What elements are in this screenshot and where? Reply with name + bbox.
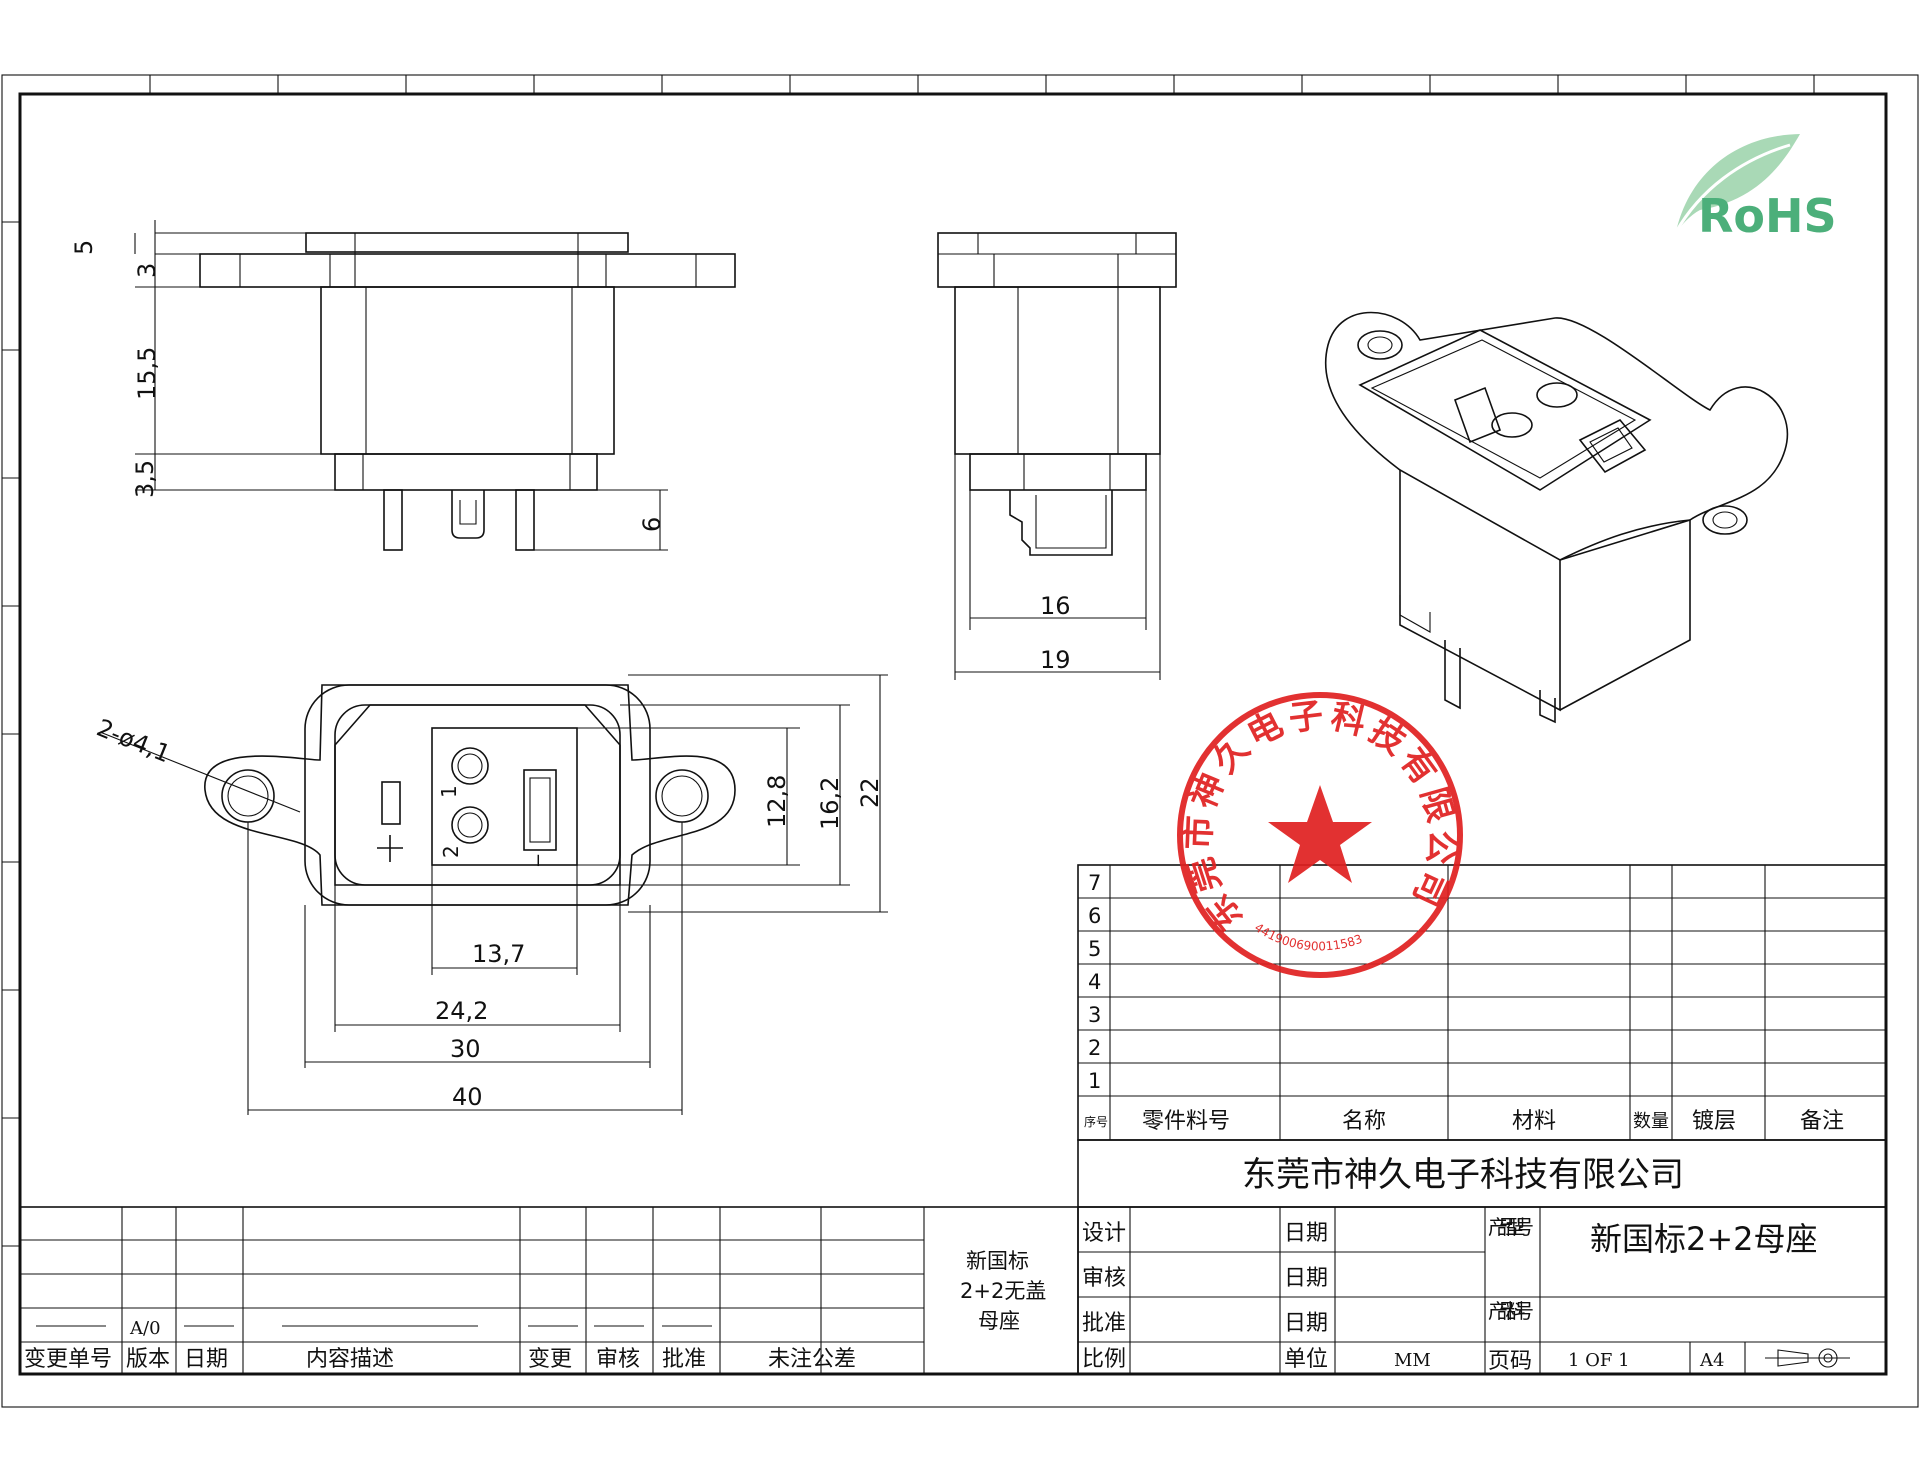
pin-label-2: 2 xyxy=(439,845,463,858)
rohs-logo: RoHS xyxy=(1674,134,1837,243)
dim-24-2: 24,2 xyxy=(435,997,488,1025)
company-row: 东莞市神久电子科技有限公司 xyxy=(1077,1139,1887,1208)
bom-row-4: 4 xyxy=(1088,970,1101,994)
bom-header-material: 材料 xyxy=(1512,1109,1556,1134)
value-page: 1 OF 1 xyxy=(1568,1350,1630,1371)
rohs-logo-text: RoHS xyxy=(1698,189,1837,243)
rev-header-approve: 批准 xyxy=(662,1347,706,1372)
bom-header-plating: 镀层 xyxy=(1692,1109,1736,1134)
stamp-code: 441900690011583 xyxy=(1252,920,1364,953)
bom-header-remark: 备注 xyxy=(1800,1109,1844,1134)
dim-15-5: 15,5 xyxy=(133,347,161,400)
label-date-3: 日期 xyxy=(1284,1311,1328,1336)
product-name-line-2: 2+2无盖 xyxy=(960,1279,1046,1303)
title-block: 设计 审核 批准 比例 日期 日期 日期 单位 MM 页码 1 OF 1 A4 … xyxy=(1077,1206,1887,1375)
dim-22: 22 xyxy=(856,777,884,808)
isometric-view xyxy=(1325,311,1788,724)
bom-row-6: 6 xyxy=(1088,904,1101,928)
rev-header-tolerance: 未注公差 xyxy=(768,1347,856,1372)
rev-header-change-no: 变更单号 xyxy=(24,1347,112,1372)
dim-40: 40 xyxy=(452,1083,483,1111)
rev-header-version: 版本 xyxy=(126,1347,170,1372)
dim-3: 3 xyxy=(133,263,161,278)
dim-13-7: 13,7 xyxy=(472,940,525,968)
dim-16-2: 16,2 xyxy=(816,777,844,830)
rev-header-change: 变更 xyxy=(528,1347,572,1372)
dim-3-5: 3,5 xyxy=(131,460,159,498)
bom-row-7: 7 xyxy=(1088,871,1101,895)
bom-header-name: 名称 xyxy=(1342,1109,1386,1134)
label-scale: 比例 xyxy=(1082,1347,1126,1372)
dim-hole: 2-ø4,1 xyxy=(93,714,175,769)
label-page: 页码 xyxy=(1488,1349,1532,1374)
rev-header-date: 日期 xyxy=(184,1347,228,1372)
rev-header-description: 内容描述 xyxy=(306,1347,394,1372)
value-rev: A/0 xyxy=(129,1318,161,1339)
label-unit: 单位 xyxy=(1284,1347,1328,1372)
dim-6: 6 xyxy=(638,517,666,532)
product-name-line-1: 新国标 xyxy=(966,1249,1029,1273)
pin-label-plus: + xyxy=(380,842,402,872)
label-approve: 批准 xyxy=(1082,1311,1126,1336)
company-stamp: 东莞市神久电子科技有限公司 441900690011583 xyxy=(1177,692,1463,978)
front-view: 1 2 + − 2-ø4,1 12,8 16,2 22 13,7 24, xyxy=(93,674,888,1115)
label-date-2: 日期 xyxy=(1284,1266,1328,1291)
company-name: 东莞市神久电子科技有限公司 xyxy=(1242,1155,1684,1195)
projection-symbol-icon xyxy=(1765,1348,1850,1368)
rev-header-review: 审核 xyxy=(596,1347,640,1372)
revision-block: A/0 变更单号 版本 日期 内容描述 变更 审核 批准 未注公差 新国标 2+… xyxy=(19,1206,1079,1375)
dim-30: 30 xyxy=(450,1035,481,1063)
pin-label-1: 1 xyxy=(437,785,461,798)
side-view-left: 5 3 15,5 3,5 6 xyxy=(70,220,736,551)
bom-header-part-no: 零件料号 xyxy=(1142,1109,1230,1134)
pin-label-minus: − xyxy=(528,853,549,868)
bom-row-3: 3 xyxy=(1088,1003,1101,1027)
label-part: 产品料号 xyxy=(1488,1299,1534,1323)
dim-16: 16 xyxy=(1040,592,1071,620)
label-date-1: 日期 xyxy=(1284,1221,1328,1246)
bom-row-1: 1 xyxy=(1088,1069,1101,1093)
label-review: 审核 xyxy=(1082,1266,1126,1291)
bom-row-5: 5 xyxy=(1088,937,1101,961)
product-name-line-3: 母座 xyxy=(978,1309,1020,1333)
value-unit: MM xyxy=(1394,1350,1431,1371)
bom-header-qty: 数量 xyxy=(1633,1111,1669,1132)
dim-19: 19 xyxy=(1040,646,1071,674)
dim-12-8: 12,8 xyxy=(763,775,791,828)
label-design: 设计 xyxy=(1082,1221,1126,1246)
bom-table: 7 6 5 4 3 2 1 序号 零件料号 名称 材料 数量 镀层 备注 xyxy=(1077,864,1887,1141)
value-model: 新国标2+2母座 xyxy=(1590,1220,1818,1258)
dim-5: 5 xyxy=(70,240,98,255)
value-size: A4 xyxy=(1699,1350,1724,1371)
label-model: 产品型号 xyxy=(1488,1215,1534,1239)
bom-header-seq: 序号 xyxy=(1084,1114,1108,1129)
side-view-right: 16 19 xyxy=(937,232,1177,680)
bom-row-2: 2 xyxy=(1088,1036,1101,1060)
